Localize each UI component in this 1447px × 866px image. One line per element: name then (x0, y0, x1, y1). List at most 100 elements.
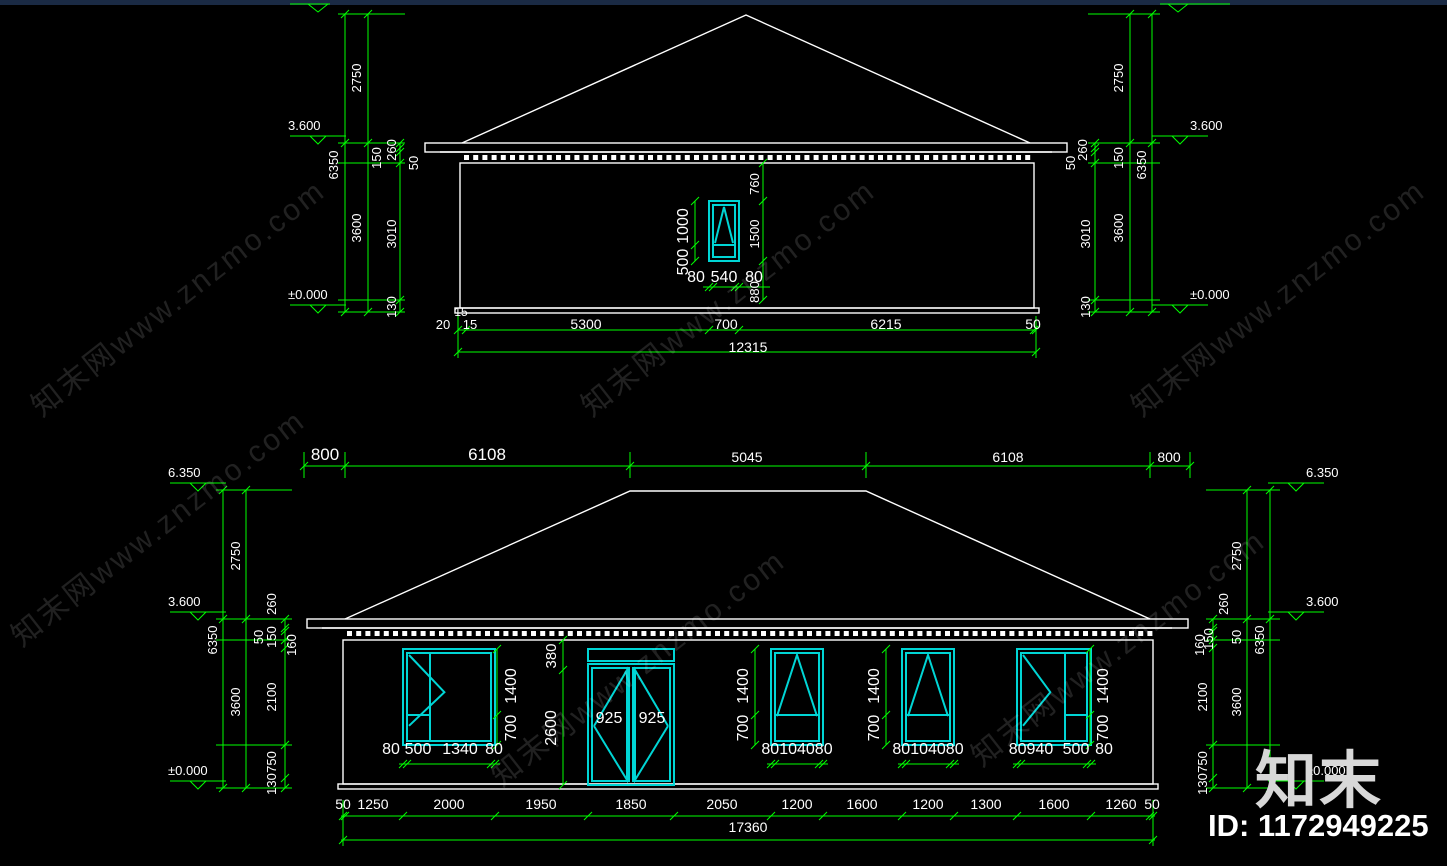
window-2-inner (774, 652, 820, 742)
dentil (951, 155, 957, 160)
dentil (887, 155, 893, 160)
dimension-tick (492, 644, 502, 654)
dentil (981, 631, 987, 636)
dimension-label: 1400 (866, 668, 883, 704)
dentil (565, 155, 571, 160)
dimension-label: 3600 (228, 688, 243, 717)
dentil (896, 155, 902, 160)
dentil (889, 631, 895, 636)
dentil (988, 155, 994, 160)
dimension-tick (734, 325, 744, 335)
dimension-label: 50 (406, 156, 421, 170)
dimension-tick (818, 759, 828, 769)
level-label: 3.600 (168, 594, 201, 609)
dentil (751, 631, 757, 636)
dentil (491, 155, 497, 160)
dentil (694, 155, 699, 160)
dentil (503, 631, 509, 636)
dimension-tick (490, 811, 500, 821)
dentil (356, 631, 362, 636)
dentil (439, 631, 444, 636)
dentil (466, 631, 472, 636)
dentil (1009, 631, 1015, 636)
dimension-tick (395, 143, 405, 153)
dentil (402, 631, 408, 636)
dimension-label: 1300 (970, 796, 1001, 812)
dimension-label: 3600 (1229, 688, 1244, 717)
dimension-label: 1200 (912, 796, 943, 812)
dimension-tick (1029, 325, 1039, 335)
dentil (807, 631, 812, 636)
dentil (1064, 631, 1070, 636)
dimension-label: 160 (1192, 634, 1207, 656)
dentil (613, 631, 619, 636)
dentil (1055, 631, 1061, 636)
dimension-label: 750 (1195, 751, 1210, 773)
dentil (862, 631, 868, 636)
door-leaf-left-mark (593, 666, 628, 784)
dentil (703, 155, 709, 160)
dentil (758, 155, 764, 160)
dimension-tick (758, 295, 768, 305)
dentil (347, 631, 352, 636)
dimension-label: 15 (463, 317, 477, 332)
dentil (620, 155, 626, 160)
dentil (740, 155, 745, 160)
dimension-label: 5300 (570, 316, 601, 332)
dentil (485, 631, 490, 636)
dimension-label: 1260 (1105, 796, 1136, 812)
dimension-label: 1500 (747, 220, 762, 249)
dentil (519, 155, 525, 160)
dimension-label: 2600 (543, 710, 560, 746)
level-marker (189, 611, 207, 621)
dentil (776, 155, 782, 160)
dentil (972, 631, 978, 636)
dimension-label: 6108 (992, 449, 1023, 465)
dentil (1016, 155, 1021, 160)
dimension-label: 80 (745, 269, 763, 286)
window-3 (901, 648, 955, 746)
dimension-label: 380 (543, 643, 560, 668)
dimension-label: 6108 (468, 445, 506, 464)
dentil (1129, 631, 1134, 636)
dentil (1110, 631, 1116, 636)
dimension-tick (949, 759, 959, 769)
dentil (834, 631, 840, 636)
dentil (687, 631, 693, 636)
dentil (429, 631, 435, 636)
door-leaf-left (591, 667, 630, 782)
dentil (475, 631, 481, 636)
dimension-tick (730, 282, 740, 292)
dentil (574, 155, 580, 160)
dimension-tick (818, 811, 828, 821)
dimension-tick (750, 644, 760, 654)
dimension-tick (558, 780, 568, 790)
dimension-label: 700 (503, 715, 520, 742)
dentil (979, 155, 985, 160)
dimension-tick (881, 740, 891, 750)
dimension-tick (1090, 147, 1100, 157)
dentil (733, 631, 739, 636)
dimension-label: 6350 (326, 151, 341, 180)
dimension-tick (1085, 644, 1095, 654)
dimension-label: 150 (264, 626, 279, 648)
dentil (724, 631, 730, 636)
dimension-label: 1600 (1038, 796, 1069, 812)
dimension-label: 1950 (525, 796, 556, 812)
top-plinth (454, 307, 1040, 314)
level-label: ±0.000 (288, 287, 328, 302)
dentil (602, 155, 607, 160)
dentil (926, 631, 932, 636)
dentil (871, 631, 877, 636)
dentil (1018, 631, 1024, 636)
dimension-label: 6350 (1252, 626, 1267, 655)
dimension-label: 150 (369, 147, 384, 169)
dentil (705, 631, 711, 636)
dimension-tick (704, 325, 714, 335)
dentil (678, 631, 684, 636)
dimension-lines (170, 3, 1324, 846)
dimension-label: 150 (1111, 147, 1126, 169)
dimension-label: 3010 (1078, 220, 1093, 249)
dimension-tick (486, 759, 496, 769)
dimension-label: 50 (335, 796, 351, 812)
